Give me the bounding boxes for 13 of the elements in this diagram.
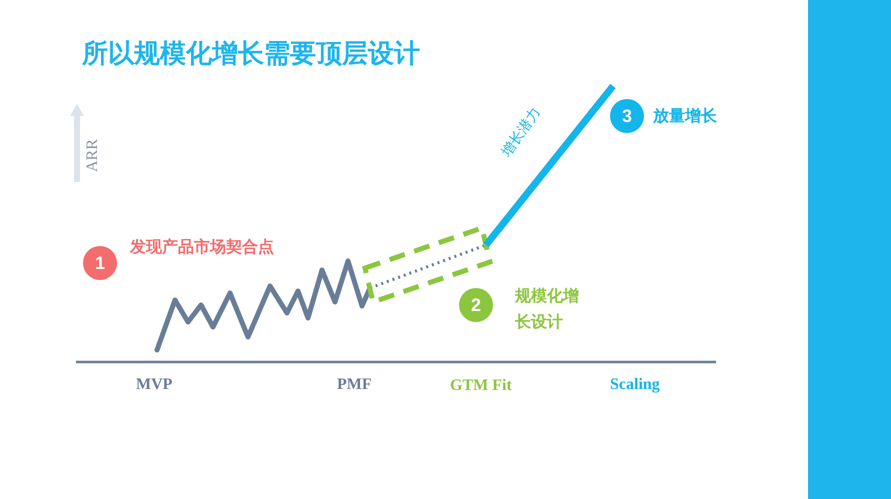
step-label: 放量增长 [653,105,718,127]
line-label: 增长潜力 [498,104,545,160]
stage-label: Scaling [610,376,660,394]
stage-label: MVP [136,376,172,394]
step-number-circle: 1 [83,246,117,280]
stage-label: GTM Fit [450,377,512,395]
step-label: 发现产品市场契合点 [130,236,275,258]
axis-label: ARR [84,139,102,172]
step-label: 规模化增长设计 [515,285,580,333]
step-number-circle: 2 [459,288,493,322]
step-number-circle: 3 [610,99,644,133]
slide-title: 所以规模化增长需要顶层设计 [82,38,420,71]
stage-label: PMF [337,376,372,394]
